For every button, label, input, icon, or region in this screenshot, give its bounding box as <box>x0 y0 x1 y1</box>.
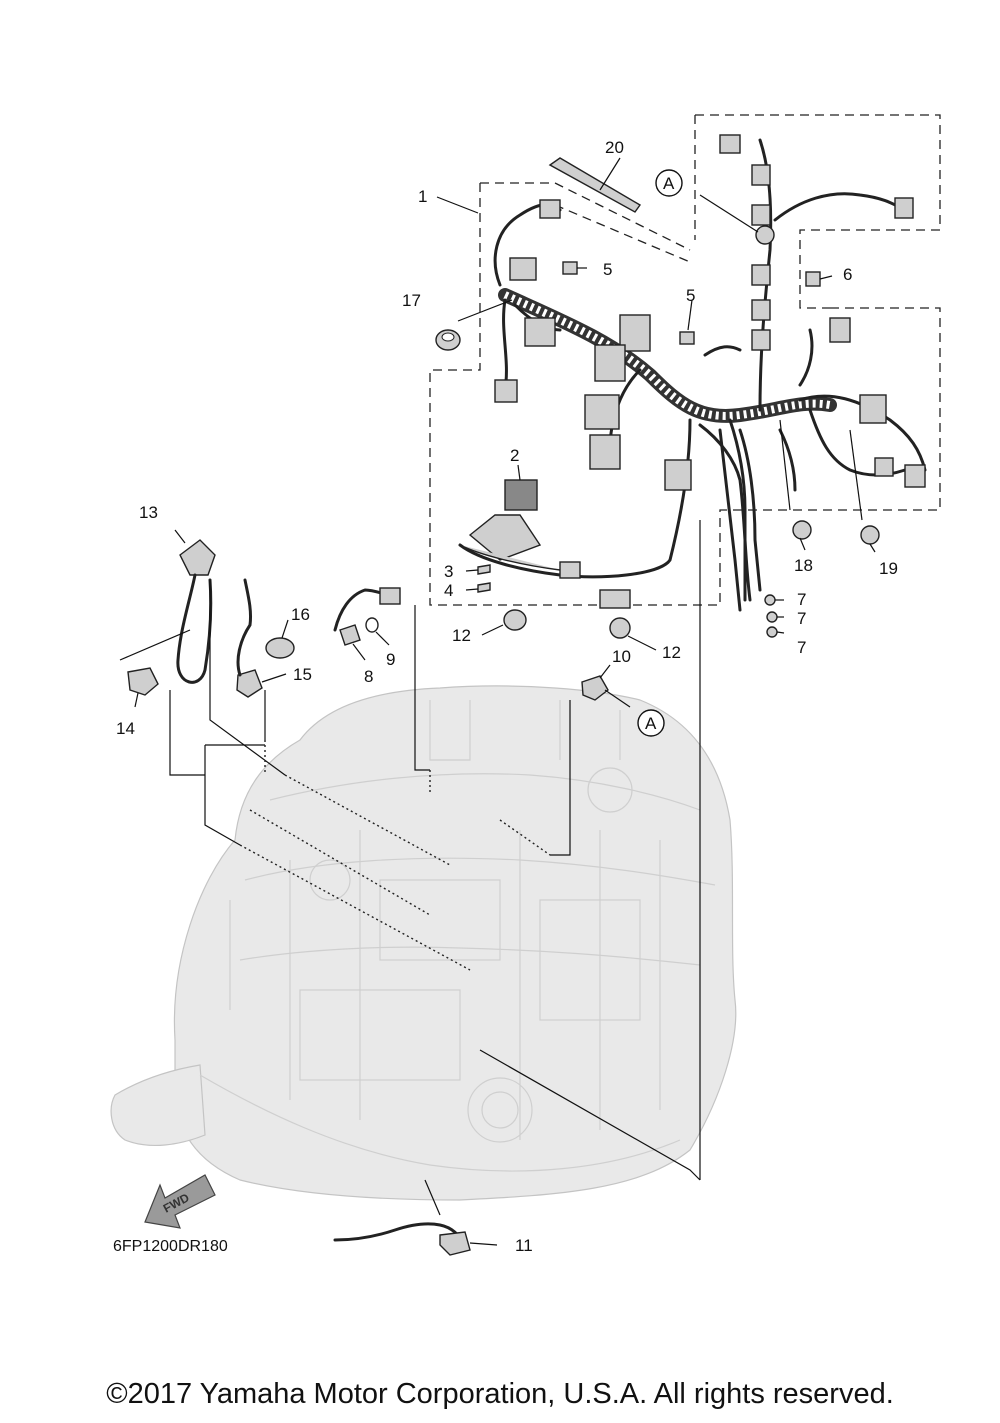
assembly-boundary-lines <box>429 114 941 606</box>
callout-12-right: 12 <box>662 643 681 662</box>
callout-17: 17 <box>402 291 421 310</box>
callout-11: 11 <box>515 1236 533 1255</box>
callout-labels: 20 1 5 5 6 17 2 3 4 12 12 18 19 7 7 7 10… <box>116 138 898 1255</box>
drawing-code: 6FP1200DR180 <box>113 1238 228 1255</box>
part-8-9-sensor-lead <box>333 587 401 646</box>
callout-9: 9 <box>386 650 395 669</box>
forward-direction-arrow: FWD <box>144 1174 216 1229</box>
part-15-sensor <box>236 578 263 698</box>
reference-marker-top-label: A <box>663 174 675 193</box>
callout-7-a: 7 <box>797 590 806 609</box>
callout-12-left: 12 <box>452 626 471 645</box>
part-16-cap <box>265 637 295 659</box>
reference-marker-top: A <box>655 169 683 197</box>
callout-14: 14 <box>116 719 135 738</box>
copyright-notice: ©2017 Yamaha Motor Corporation, U.S.A. A… <box>106 1378 894 1410</box>
callout-4: 4 <box>444 581 453 600</box>
callout-8: 8 <box>364 667 373 686</box>
part-12-grommet-right <box>609 617 631 639</box>
part-17-grommet <box>435 329 461 351</box>
callout-18: 18 <box>794 556 813 575</box>
callout-15: 15 <box>293 665 312 684</box>
callout-10: 10 <box>612 647 631 666</box>
callout-20: 20 <box>605 138 624 157</box>
callout-2: 2 <box>510 446 519 465</box>
callout-7-c: 7 <box>797 638 806 657</box>
harness-connectors <box>494 134 926 609</box>
part-5-clip-upper <box>562 261 578 275</box>
part-2-relay <box>459 479 561 571</box>
installation-guide-lines <box>119 520 701 1216</box>
part-3-4-pins <box>477 564 491 593</box>
part-10-sensor <box>581 675 609 701</box>
part-11-lead <box>333 1222 471 1256</box>
part-5-clip-lower <box>679 331 695 345</box>
part-19-grommet <box>860 525 880 545</box>
callout-5-upper: 5 <box>603 260 612 279</box>
callout-6: 6 <box>843 265 852 284</box>
callout-16: 16 <box>291 605 310 624</box>
part-14-sensor <box>127 667 159 696</box>
part-20-cable-tie <box>548 157 642 213</box>
callout-3: 3 <box>444 562 453 581</box>
reference-marker-bottom: A <box>637 709 665 737</box>
callout-leaders <box>134 194 876 1246</box>
part-7-bolts <box>764 594 778 638</box>
callout-1: 1 <box>418 187 427 206</box>
callout-5-lower: 5 <box>686 286 695 305</box>
part-12-grommet-left <box>503 609 527 631</box>
callout-19: 19 <box>879 559 898 578</box>
callout-13: 13 <box>139 503 158 522</box>
reference-marker-bottom-label: A <box>645 714 657 733</box>
callout-7-b: 7 <box>797 609 806 628</box>
engine-block-illustration <box>110 685 737 1201</box>
part-6-clip <box>805 271 821 287</box>
part-18-grommet <box>792 520 812 540</box>
